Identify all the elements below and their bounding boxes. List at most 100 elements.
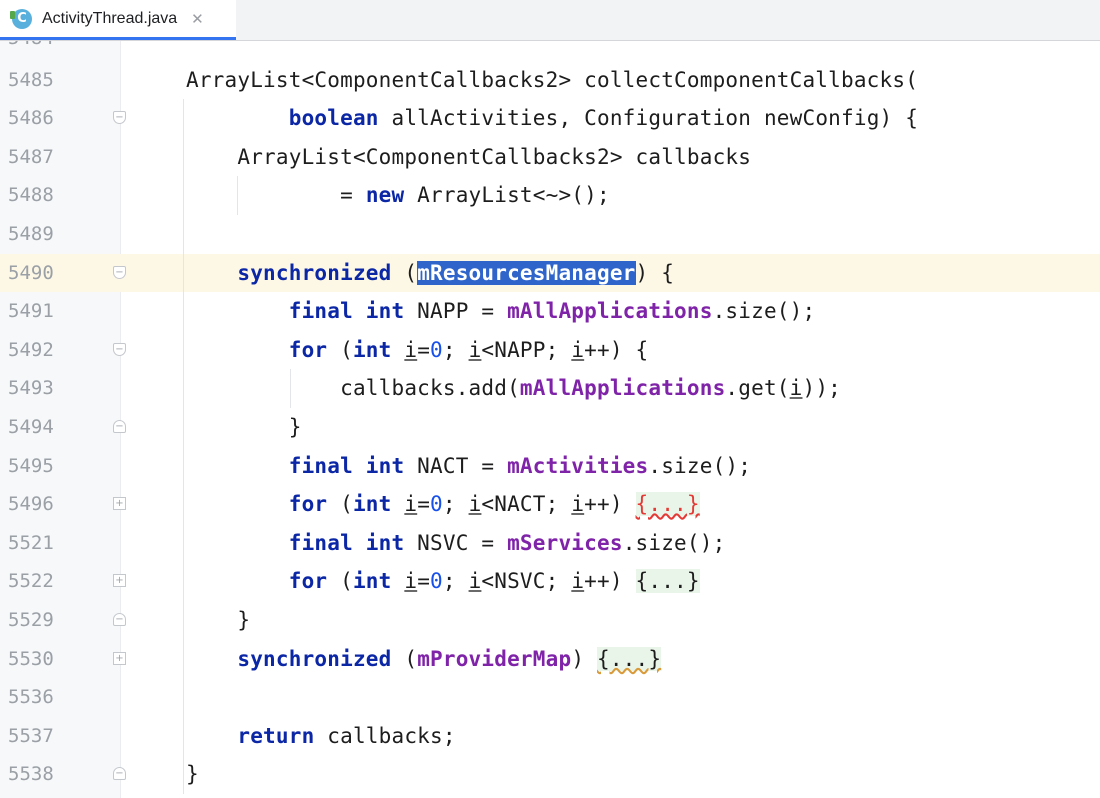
code-token: ));	[802, 376, 842, 401]
keyword-token: for	[288, 337, 328, 362]
code-token	[186, 569, 289, 593]
code-line-current[interactable]: 5490− synchronized (mResourcesManager) {	[0, 253, 1100, 293]
code-line[interactable]: 5494 − }	[0, 408, 1100, 447]
code-line[interactable]: 5486 − boolean allActivities, Configurati…	[0, 99, 1100, 138]
code-token: <NSVC;	[481, 569, 572, 594]
line-number: 5488	[8, 184, 54, 207]
code-line[interactable]: 5529− }	[0, 601, 1100, 640]
code-token: ++)	[584, 569, 636, 594]
code-token	[392, 569, 405, 593]
line-number: 5485	[8, 68, 54, 91]
code-token	[186, 299, 289, 323]
code-token: (	[327, 337, 353, 362]
line-number: 5487	[8, 145, 54, 168]
code-token: .size();	[648, 453, 752, 478]
field-token: mProviderMap	[417, 646, 572, 671]
code-line[interactable]: 5522+ for (int i=0; i<NSVC; i++) {...}	[0, 562, 1100, 601]
code-token: .size();	[712, 299, 816, 324]
code-token: }	[186, 607, 251, 632]
line-number: 5538	[8, 763, 54, 786]
code-line[interactable]: 5491 final int NAPP = mAllApplications.s…	[0, 292, 1100, 331]
line-number: 5493	[8, 377, 54, 400]
keyword-token: final int	[288, 453, 405, 478]
java-class-icon: C	[10, 8, 32, 29]
code-text: for (int i=0; i<NACT; i++) {...}	[186, 485, 700, 524]
code-text: ArrayList<ComponentCallbacks2> collectCo…	[186, 61, 918, 100]
keyword-token: synchronized	[237, 646, 392, 671]
code-editor[interactable]	[121, 41, 1100, 798]
fold-collapse-icon[interactable]: −	[113, 265, 126, 279]
line-number: 5537	[8, 724, 54, 747]
code-token: 0	[430, 337, 443, 362]
fold-expand-icon[interactable]: +	[113, 574, 126, 588]
fold-collapse-icon[interactable]: −	[113, 111, 126, 125]
code-token	[186, 531, 289, 555]
code-line[interactable]: 5538−}	[0, 755, 1100, 794]
line-number: 5496	[8, 493, 54, 516]
keyword-token: int	[352, 337, 392, 362]
line-number: 5490	[8, 261, 54, 284]
code-line[interactable]: 5493 callbacks.add(mAllApplications.get(…	[0, 369, 1100, 408]
code-token: ) {	[635, 260, 675, 285]
code-text: boolean allActivities, Configuration new…	[186, 99, 918, 138]
keyword-token: for	[288, 569, 328, 594]
code-line[interactable]: 5487 ArrayList<ComponentCallbacks2> call…	[0, 138, 1100, 177]
code-token: =	[417, 569, 431, 594]
code-token: callbacks.add(	[186, 376, 520, 401]
folded-region[interactable]: {...}	[635, 569, 700, 594]
code-line[interactable]: 5488 = new ArrayList<~>();	[0, 176, 1100, 215]
code-line[interactable]: 5496+ for (int i=0; i<NACT; i++) {...}	[0, 485, 1100, 524]
line-number: 5486	[8, 107, 54, 130]
fold-collapse-icon[interactable]: −	[113, 342, 126, 356]
code-token: )	[571, 646, 597, 671]
code-token	[392, 338, 405, 362]
code-line[interactable]: 5536	[0, 678, 1100, 717]
tab-activitythread-java[interactable]: C ActivityThread.java ✕	[0, 0, 236, 40]
field-token: mAllApplications	[507, 299, 713, 324]
code-line[interactable]: 5530+ synchronized (mProviderMap) {...}	[0, 640, 1100, 679]
code-token: callbacks;	[314, 723, 456, 748]
code-line[interactable]: 5489	[0, 215, 1100, 254]
code-text: }	[186, 601, 250, 640]
folded-region[interactable]: {...}	[597, 646, 662, 671]
line-number: 5494	[8, 415, 54, 438]
keyword-token: final int	[288, 530, 405, 555]
line-number: 5530	[8, 647, 54, 670]
line-number-gutter[interactable]	[0, 41, 121, 798]
code-token: 0	[430, 569, 443, 594]
code-line[interactable]: 5521 final int NSVC = mServices.size();	[0, 524, 1100, 563]
code-token: (	[327, 492, 353, 517]
code-token: i	[468, 492, 482, 517]
folded-region[interactable]: {...}	[635, 492, 700, 517]
code-token: ++) {	[584, 337, 649, 362]
field-token: mAllApplications	[519, 376, 726, 401]
keyword-token: int	[352, 492, 392, 517]
code-line[interactable]: 5537 return callbacks;	[0, 717, 1100, 756]
code-line[interactable]: 5495 final int NACT = mActivities.size()…	[0, 447, 1100, 486]
keyword-token: for	[288, 492, 328, 517]
code-token	[392, 492, 405, 516]
fold-expand-icon[interactable]: +	[113, 651, 126, 665]
line-number: 5491	[8, 300, 54, 323]
code-token: i	[571, 569, 585, 594]
code-token: ;	[442, 337, 469, 362]
fold-end-icon[interactable]: −	[113, 612, 126, 626]
code-token: i	[468, 569, 482, 594]
fold-end-icon[interactable]: −	[113, 767, 126, 781]
code-text: ArrayList<ComponentCallbacks2> callbacks	[186, 138, 751, 177]
code-text: = new ArrayList<~>();	[186, 176, 610, 215]
field-token: mResourcesManager	[417, 260, 636, 285]
code-token: }	[186, 414, 302, 439]
code-line[interactable]: 5485 ArrayList<ComponentCallbacks2> colle…	[0, 61, 1100, 100]
indent-guide	[237, 176, 238, 215]
close-icon[interactable]: ✕	[191, 9, 204, 28]
line-number: 5522	[8, 570, 54, 593]
fold-end-icon[interactable]: −	[113, 419, 126, 433]
code-line[interactable]: 5492− for (int i=0; i<NAPP; i++) {	[0, 331, 1100, 370]
keyword-token: return	[237, 723, 315, 748]
code-text: final int NACT = mActivities.size();	[186, 447, 751, 486]
line-number: 5489	[8, 222, 54, 245]
code-token: <NACT;	[481, 492, 572, 517]
fold-expand-icon[interactable]: +	[113, 497, 126, 511]
keyword-token: boolean	[288, 106, 379, 131]
